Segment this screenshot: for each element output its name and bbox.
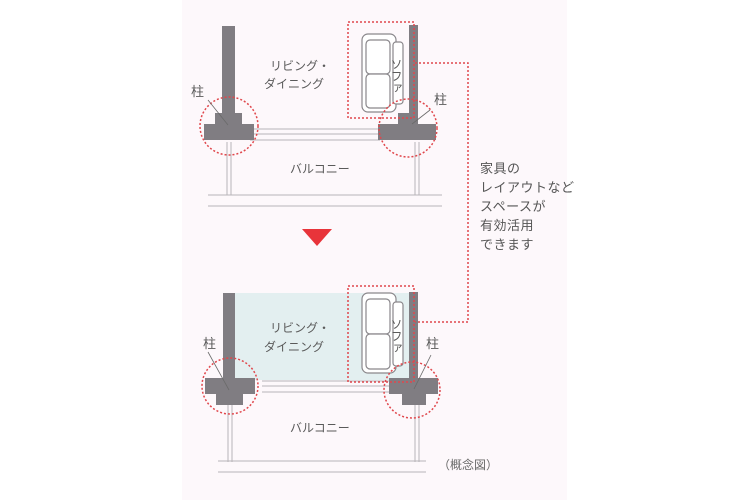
top-balcony-edge	[208, 194, 442, 207]
bottom-balcony-posts	[227, 402, 420, 462]
bottom-balcony-label: バルコニー	[290, 421, 350, 435]
bottom-left-column-circle	[201, 357, 259, 415]
bottom-room-label-line2: ダイニング	[264, 339, 324, 354]
note-line: 家具の	[480, 162, 521, 177]
bottom-sofa-icon	[361, 292, 404, 374]
space-benefit-note: 家具の レイアウトなど スペースが 有効活用 できます	[480, 160, 575, 255]
bottom-left-column-label: 柱	[203, 337, 216, 352]
note-line: 有効活用	[480, 219, 535, 234]
top-sofa-label: ソファ	[389, 58, 403, 94]
down-triangle-icon	[302, 229, 332, 246]
note-line: できます	[480, 238, 535, 253]
bottom-window-lines	[262, 380, 390, 393]
bottom-left-leader	[207, 351, 230, 391]
top-plan: ソファ 柱 柱 リビング・ ダイニング バルコニー	[191, 21, 447, 207]
top-left-column-circle	[199, 96, 259, 156]
top-room-label-line2: ダイニング	[264, 76, 324, 91]
bottom-right-column-label: 柱	[426, 337, 439, 352]
top-window-lines	[250, 128, 380, 141]
note-line: スペースが	[480, 200, 546, 215]
bottom-sofa-label: ソファ	[389, 318, 403, 354]
top-right-column-label: 柱	[434, 93, 447, 108]
bottom-left-column	[205, 293, 255, 405]
bottom-balcony-edge	[218, 460, 426, 473]
top-left-column	[204, 26, 254, 140]
top-right-column-circle	[378, 98, 438, 158]
bottom-room-label-line1: リビング・	[270, 321, 330, 335]
top-left-leader	[207, 99, 229, 126]
top-sofa-icon	[361, 33, 404, 113]
bottom-sofa-highlight	[347, 285, 415, 383]
top-right-leader	[411, 109, 431, 125]
concept-diagram-caption: （概念図）	[438, 458, 499, 472]
top-room-label-line1: リビング・	[270, 59, 330, 73]
note-line: レイアウトなど	[480, 181, 575, 196]
top-balcony-posts	[226, 142, 420, 195]
top-sofa-highlight	[347, 21, 415, 119]
top-left-column-label: 柱	[191, 85, 204, 100]
bottom-right-leader	[413, 354, 432, 390]
top-balcony-label: バルコニー	[290, 162, 350, 176]
bottom-right-column-circle	[383, 361, 441, 419]
bottom-plan: ソファ 柱 柱 リビング・ ダイニング バルコニー	[201, 285, 441, 473]
